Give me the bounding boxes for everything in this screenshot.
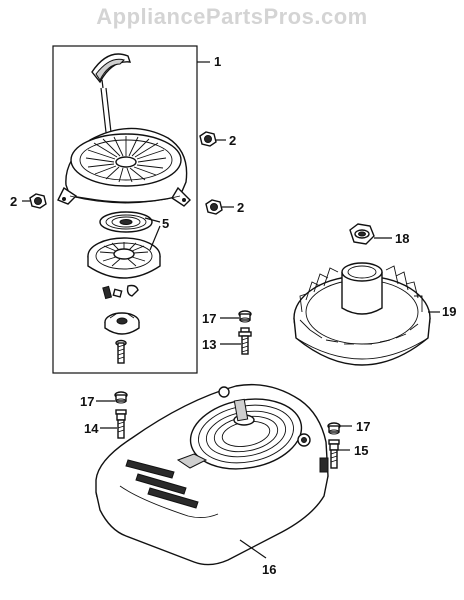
starter-pawls[interactable]: [102, 284, 139, 300]
callout-17-right: 17: [356, 419, 370, 434]
starter-handle[interactable]: [91, 53, 132, 89]
blower-housing[interactable]: [95, 383, 329, 566]
callout-19: 19: [442, 304, 456, 319]
nut-2-upper[interactable]: [199, 131, 217, 147]
callout-17-left: 17: [80, 394, 94, 409]
flywheel[interactable]: [293, 262, 431, 366]
stud-13[interactable]: [238, 327, 252, 355]
callout-5: 5: [162, 216, 169, 231]
stud-14[interactable]: [115, 409, 127, 439]
callout-13: 13: [202, 337, 216, 352]
callout-15: 15: [354, 443, 368, 458]
starter-assembly-box: [52, 45, 198, 374]
starter-retainer[interactable]: [104, 312, 140, 335]
callouts: 1 2 2 2 5 18 19 17 13 17 14 17 15 16: [10, 54, 456, 577]
starter-housing[interactable]: [57, 127, 191, 207]
stud-15[interactable]: [328, 439, 340, 469]
screw-17-middle[interactable]: [238, 310, 252, 323]
callout-14: 14: [84, 421, 99, 436]
screw-17-left[interactable]: [114, 391, 128, 404]
nut-2-left[interactable]: [29, 193, 47, 209]
screw-17-right[interactable]: [327, 422, 341, 435]
flywheel-nut[interactable]: [349, 223, 375, 245]
callout-2-right: 2: [237, 200, 244, 215]
callout-17-middle: 17: [202, 311, 216, 326]
callout-2-left: 2: [10, 194, 17, 209]
recoil-spring[interactable]: [99, 211, 153, 233]
starter-pulley[interactable]: [87, 237, 161, 279]
callout-1: 1: [214, 54, 221, 69]
callout-2-upper: 2: [229, 133, 236, 148]
watermark: AppliancePartsPros.com: [96, 4, 368, 29]
center-screw[interactable]: [115, 339, 127, 364]
nut-2-right[interactable]: [205, 199, 223, 215]
callout-18: 18: [395, 231, 409, 246]
callout-16: 16: [262, 562, 276, 577]
